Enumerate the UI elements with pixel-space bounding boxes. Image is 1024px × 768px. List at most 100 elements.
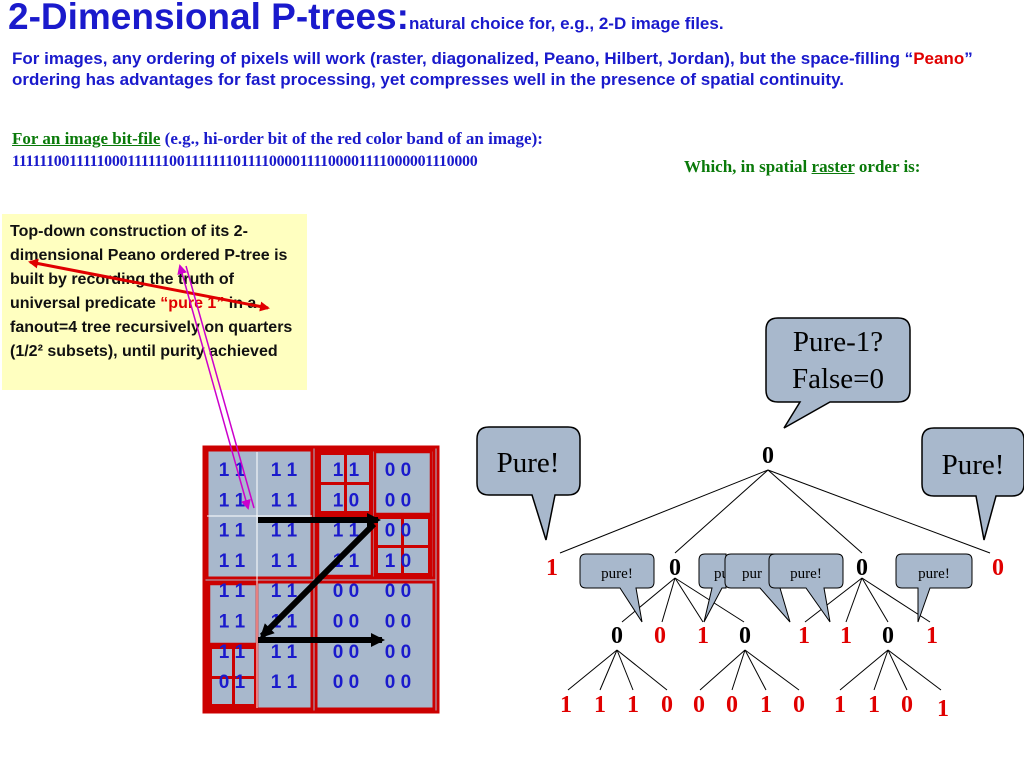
tree-l3-node: 0 bbox=[793, 692, 805, 718]
callout-text: Pure! bbox=[497, 447, 560, 479]
tree-l2-node: 1 bbox=[926, 623, 938, 649]
callout-pure1-question: Pure-1? False=0 bbox=[765, 317, 911, 429]
tree-edge bbox=[767, 469, 991, 554]
tree-edge bbox=[616, 649, 668, 691]
callout-small-4: pure! bbox=[768, 553, 844, 623]
tree-edge bbox=[744, 649, 800, 691]
title-sub: natural choice for, e.g., 2-D image file… bbox=[408, 14, 724, 33]
grid-cell-value: 1 1 bbox=[271, 551, 298, 572]
tree-edge bbox=[861, 577, 889, 623]
tree-l2-node: 0 bbox=[882, 623, 894, 649]
intro-paragraph: For images, any ordering of pixels will … bbox=[12, 48, 1020, 90]
grid-cell-value: 0 0 bbox=[385, 672, 411, 693]
callout-text: pur bbox=[742, 566, 762, 582]
tree-l1-node: 0 bbox=[992, 555, 1004, 581]
bitfile-caption: For an image bit-file (e.g., hi-order bi… bbox=[12, 129, 543, 149]
callout-line2: False=0 bbox=[792, 363, 884, 395]
raster-after: order is: bbox=[854, 157, 921, 176]
tree-l3-node: 0 bbox=[693, 692, 705, 718]
tree-edge bbox=[887, 649, 942, 691]
tree-edge bbox=[674, 577, 704, 623]
callout-shape bbox=[768, 553, 844, 623]
tree-edge bbox=[887, 649, 908, 691]
callout-text: pure! bbox=[790, 566, 822, 582]
tree-edge bbox=[661, 577, 676, 623]
tree-l2-node: 0 bbox=[611, 623, 623, 649]
tree-l1-node: 1 bbox=[546, 555, 558, 581]
grid-cell-value: 1 0 bbox=[385, 551, 411, 572]
grid-cell-value: 1 1 bbox=[271, 581, 298, 602]
grid-cell-value: 1 1 bbox=[219, 521, 246, 542]
subquadrant-border bbox=[373, 514, 433, 578]
callout-text: Pure! bbox=[942, 449, 1005, 481]
callout-pure-left: Pure! bbox=[476, 426, 581, 541]
tree-l3-node: 0 bbox=[661, 692, 673, 718]
intro-after: ” ordering has advantages for fast proce… bbox=[12, 49, 973, 89]
grid-cell-value: 0 1 bbox=[219, 672, 246, 693]
tree-l3-node: 0 bbox=[726, 692, 738, 718]
grid-cell-value: 1 1 bbox=[271, 521, 298, 542]
magenta-arrow-line bbox=[185, 265, 255, 509]
tree-l3-node: 1 bbox=[868, 692, 880, 718]
grid-cell-value: 0 0 bbox=[385, 642, 411, 663]
intro-before: For images, any ordering of pixels will … bbox=[12, 49, 914, 68]
callout-shape bbox=[698, 553, 727, 623]
bitfile-lead: For an image bit-file bbox=[12, 129, 161, 148]
grid-cell-value: 1 1 bbox=[333, 521, 360, 542]
grid-cell-value: 0 0 bbox=[385, 581, 411, 602]
tree-l3-node: 0 bbox=[901, 692, 913, 718]
tree-edge bbox=[845, 577, 863, 623]
tree-root: 0 bbox=[762, 443, 774, 469]
tree-edge bbox=[731, 649, 746, 691]
tree-l1-node: 0 bbox=[669, 555, 681, 581]
tree-l2-node: 1 bbox=[798, 623, 810, 649]
callout-shape bbox=[476, 426, 581, 541]
red-double-arrow bbox=[28, 258, 270, 312]
grid-cell-value: 1 1 bbox=[219, 490, 246, 511]
grid-cell-value: 0 0 bbox=[385, 460, 411, 481]
grid-values: 1 1 1 1 1 1 0 0 1 1 1 1 1 0 0 0 1 1 1 1 1 1 0 0 1 1 1… bbox=[219, 460, 411, 693]
grid-cell-value: 0 0 bbox=[333, 581, 359, 602]
tree-edge bbox=[839, 649, 889, 691]
tree-edge bbox=[559, 469, 769, 554]
callout-shape bbox=[921, 427, 1024, 541]
tree-edge bbox=[699, 649, 746, 691]
intro-peano: Peano bbox=[913, 49, 965, 68]
callout-pure-right: Pure! bbox=[921, 427, 1024, 541]
callout-shape bbox=[579, 553, 655, 623]
tree-l3-node: 1 bbox=[594, 692, 606, 718]
tree-nodes: 0 1 0 0 0 0 0 1 0 1 1 0 1 1 1 1 0 0 0 1 … bbox=[546, 443, 1004, 722]
pixel-border bbox=[233, 677, 256, 706]
grid-cell-value: 1 1 bbox=[271, 672, 298, 693]
tree-l1-node: 0 bbox=[856, 555, 868, 581]
quadrant-border bbox=[314, 580, 436, 711]
bit-string: 1111110011111000111111001111111011110000… bbox=[12, 153, 478, 170]
callout-shape bbox=[765, 317, 911, 429]
quadrant-border bbox=[205, 580, 314, 711]
grid-cell-value: 0 0 bbox=[333, 672, 359, 693]
callout-shape bbox=[895, 553, 973, 623]
bitfile-rest: (e.g., hi-order bit of the red color ban… bbox=[160, 129, 543, 148]
callout-small-1: pure! bbox=[579, 553, 655, 623]
pixel-border bbox=[345, 483, 371, 513]
grid-cell-value: 1 1 bbox=[271, 460, 298, 481]
subquadrant-border bbox=[373, 450, 433, 516]
callout-line1: Pure-1? bbox=[793, 326, 883, 358]
tree-l2-node: 0 bbox=[654, 623, 666, 649]
tree-l2-node: 1 bbox=[840, 623, 852, 649]
tree-l3-node: 1 bbox=[560, 692, 572, 718]
tree-l3-node: 1 bbox=[627, 692, 639, 718]
subquadrant-border bbox=[316, 514, 374, 578]
grid-cell-value: 1 1 bbox=[271, 642, 298, 663]
tree-edge bbox=[804, 577, 863, 623]
raster-link: raster bbox=[811, 157, 855, 176]
tree-edge bbox=[567, 649, 618, 691]
page-title: 2-Dimensional P-trees:natural choice for… bbox=[8, 0, 724, 38]
raster-before: Which, in spatial bbox=[684, 157, 812, 176]
tree-l3-node: 1 bbox=[937, 696, 949, 722]
grid-cell-value: 1 1 bbox=[219, 551, 246, 572]
tree-l2-node: 1 bbox=[697, 623, 709, 649]
grid-cell-value: 1 1 bbox=[271, 490, 298, 511]
magenta-double-arrow bbox=[177, 264, 251, 510]
